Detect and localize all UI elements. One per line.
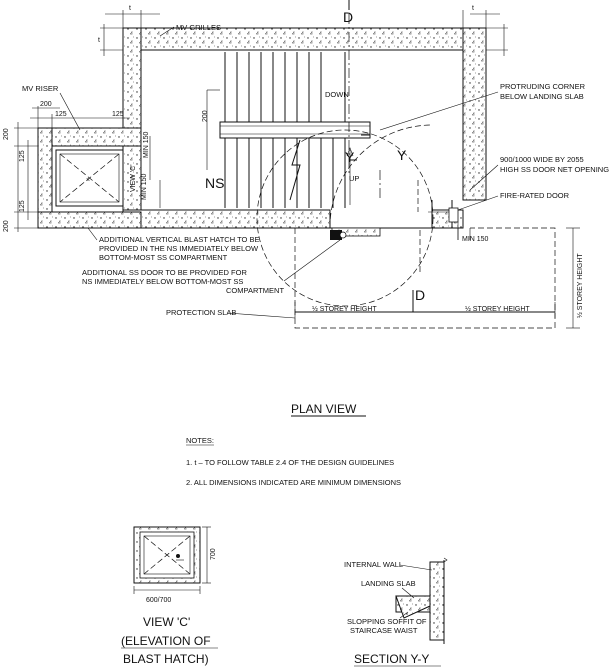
dim-t-left: t [98, 37, 100, 44]
min-150-markers: MIN 150 MIN 150 MIN 150 VIEW 'C' [130, 131, 489, 243]
label-blast-hatch-2: PROVIDED IN THE NS IMMEDIATELY BELOW [99, 244, 259, 253]
dim-200-left-bottom: 200 [3, 220, 10, 232]
label-soffit-2: STAIRCASE WAIST [350, 626, 418, 635]
half-storey-left: ½ STOREY HEIGHT [312, 305, 377, 313]
label-protruding-2: BELOW LANDING SLAB [500, 92, 584, 101]
view-c-elevation: 700 600/700 VIEW 'C' (ELEVATION OF BLAST… [121, 526, 218, 666]
label-ss-door-3: COMPARTMENT [226, 286, 284, 295]
min-150-door: MIN 150 [462, 236, 489, 243]
view-c-title-3: BLAST HATCH) [123, 652, 209, 666]
label-mv-grilles: MV GRILLES [176, 23, 221, 32]
top-dimensions: t t t [98, 5, 508, 56]
half-storey-vertical: ½ STOREY HEIGHT [576, 253, 584, 318]
plan-labels: MV GRILLES MV RISER DOWN UP NS PROTRUDIN… [22, 23, 609, 319]
view-c-tag: VIEW 'C' [130, 164, 137, 192]
stair-treads [206, 52, 371, 208]
dim-200-left-top: 200 [3, 128, 10, 140]
notes-heading: NOTES: [186, 436, 214, 445]
view-c-title-1: VIEW 'C' [143, 615, 190, 629]
label-blast-hatch-3: BOTTOM-MOST SS COMPARTMENT [99, 253, 228, 262]
protection-slab: ½ STOREY HEIGHT ½ STOREY HEIGHT ½ STOREY… [294, 227, 584, 329]
dim-125-top-left: 125 [55, 111, 67, 118]
label-ns: NS [205, 175, 224, 191]
notes: NOTES: 1. t – TO FOLLOW TABLE 2.4 OF THE… [186, 436, 401, 487]
dim-200-stair: 200 [202, 110, 209, 122]
label-up: UP [349, 174, 359, 183]
dim-125-left-top: 125 [19, 150, 26, 162]
label-door-size-1: 900/1000 WIDE BY 2055 [500, 155, 584, 164]
note-1: 1. t – TO FOLLOW TABLE 2.4 OF THE DESIGN… [186, 458, 394, 467]
riser-dimensions: 200 125 125 200 125 125 200 200 [3, 101, 209, 232]
dim-125-left-bottom: 125 [19, 200, 26, 212]
label-ss-door-1: ADDITIONAL SS DOOR TO BE PROVIDED FOR [82, 268, 247, 277]
dim-600-700: 600/700 [146, 597, 171, 604]
section-d-bottom: D [415, 287, 425, 303]
note-2: 2. ALL DIMENSIONS INDICATED ARE MINIMUM … [186, 478, 401, 487]
label-protection-slab: PROTECTION SLAB [166, 308, 236, 317]
dim-700: 700 [210, 548, 217, 560]
min-150-upper: MIN 150 [143, 131, 150, 158]
label-ss-door-2: NS IMMEDIATELY BELOW BOTTOM-MOST SS [82, 277, 243, 286]
door-swing [256, 124, 459, 307]
plan-view-title: PLAN VIEW [291, 402, 357, 416]
half-storey-right: ½ STOREY HEIGHT [465, 305, 530, 313]
label-fire-door: FIRE-RATED DOOR [500, 191, 570, 200]
label-blast-hatch-1: ADDITIONAL VERTICAL BLAST HATCH TO BE [99, 235, 259, 244]
section-y-left: Y [345, 149, 355, 165]
label-protruding-1: PROTRUDING CORNER [500, 82, 586, 91]
section-yy-title: SECTION Y-Y [354, 652, 429, 666]
dim-t-top-right: t [472, 5, 474, 12]
section-y-right: Y [397, 147, 407, 163]
label-landing-slab: LANDING SLAB [361, 579, 416, 588]
label-door-size-2: HIGH SS DOOR NET OPENING [500, 165, 609, 174]
label-internal-wall: INTERNAL WALL [344, 560, 403, 569]
section-d-top: D [343, 9, 353, 25]
dim-125-top-right: 125 [112, 111, 124, 118]
view-c-title-2: (ELEVATION OF [121, 634, 211, 648]
dim-200-top: 200 [40, 101, 52, 108]
section-markers: D D Y Y [343, 0, 432, 313]
mv-riser-box: × [55, 149, 124, 207]
label-mv-riser: MV RISER [22, 84, 59, 93]
min-150-lower: MIN 150 [141, 173, 148, 200]
label-down: DOWN [325, 90, 349, 99]
label-soffit-1: SLOPPING SOFFIT OF [347, 617, 427, 626]
section-yy: INTERNAL WALL LANDING SLAB SLOPPING SOFF… [344, 557, 448, 667]
dim-t-top-left: t [129, 5, 131, 12]
svg-text:×: × [86, 177, 90, 184]
